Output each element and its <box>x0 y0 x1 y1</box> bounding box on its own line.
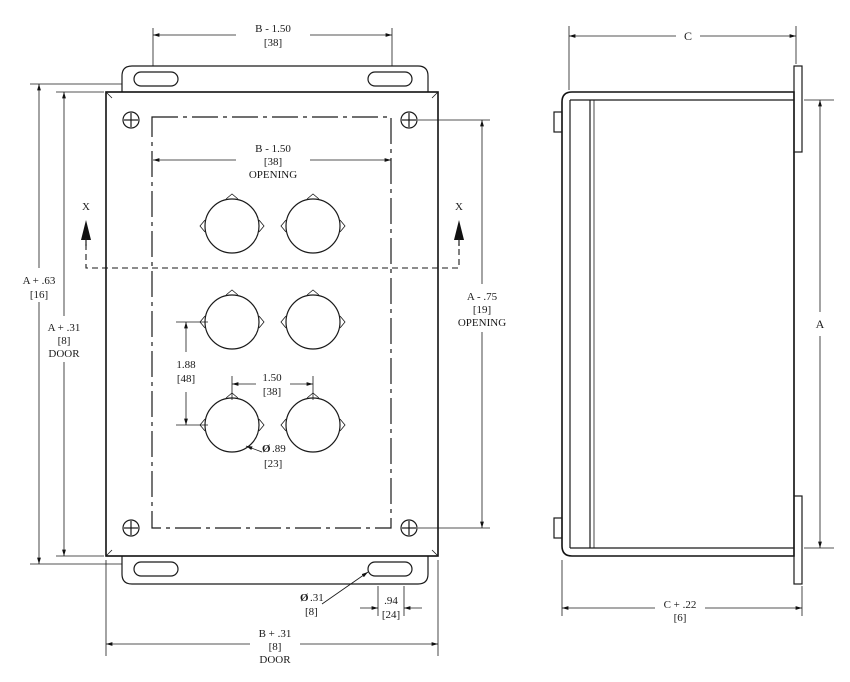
dim-opening-width-note: OPENING <box>249 169 297 181</box>
dim-height-value: A <box>816 317 825 331</box>
pushbutton-hole-6 <box>285 397 341 453</box>
dim-top-width-value: B - 1.50 <box>255 23 291 35</box>
dim-overall-depth-value: C + .22 <box>664 599 697 611</box>
dim-height: A <box>804 99 834 549</box>
dim-hole-vertical-spacing: 1.88 [48] <box>176 321 208 426</box>
section-arrow-left <box>81 220 91 240</box>
dim-opening-width: B - 1.50 [38] OPENING <box>153 143 391 181</box>
mounting-slot-bottom-left <box>133 561 179 577</box>
dim-top-width: B - 1.50 [38] <box>152 23 393 66</box>
screw-icon <box>400 111 418 129</box>
diameter-symbol: Ø <box>300 592 309 604</box>
dim-opening-height: A - .75 [19] OPENING <box>418 119 506 529</box>
dim-hole-diameter-metric: [23] <box>264 458 282 470</box>
pushbutton-hole-3 <box>204 294 260 350</box>
dim-overall-height-metric: [16] <box>30 289 48 301</box>
mounting-flange-top <box>121 65 429 92</box>
pushbutton-hole-2 <box>285 198 341 254</box>
dim-depth: C <box>568 26 797 90</box>
screw-icon <box>122 519 140 537</box>
dim-overall-height-value: A + .63 <box>23 275 56 287</box>
pushbutton-hole-5 <box>204 397 260 453</box>
dim-opening-height-note: OPENING <box>458 317 506 329</box>
dim-door-height-metric: [8] <box>58 335 71 347</box>
dim-door-height-value: A + .31 <box>48 322 81 334</box>
dim-hole-diameter-value: .89 <box>272 443 286 455</box>
dim-opening-height-metric: [19] <box>473 304 491 316</box>
dim-depth-value: C <box>684 29 692 43</box>
hinge-bottom <box>553 517 563 539</box>
dim-top-width-metric: [38] <box>264 37 282 49</box>
dim-hole-vertical-spacing-metric: [48] <box>177 373 195 385</box>
dim-slot-diameter-metric: [8] <box>305 606 318 618</box>
dim-hole-horizontal-spacing-value: 1.50 <box>262 372 282 384</box>
section-marker-left: X <box>82 201 90 213</box>
side-view: C A C + .22 [6] <box>553 26 834 624</box>
door-outline <box>105 91 439 557</box>
dim-door-height: A + .31 [8] DOOR <box>48 91 104 557</box>
screw-icon <box>122 111 140 129</box>
dim-slot-offset: .94 [24] <box>360 586 422 621</box>
dim-door-width-note: DOOR <box>259 654 291 666</box>
dim-slot-offset-metric: [24] <box>382 609 400 621</box>
dim-slot-diameter: Ø .31 [8] <box>300 571 369 618</box>
dim-door-width-metric: [8] <box>269 641 282 653</box>
diameter-symbol: Ø <box>262 443 271 455</box>
mounting-slot-bottom-right <box>367 561 413 577</box>
dim-overall-depth: C + .22 [6] <box>561 560 803 624</box>
dim-overall-height: A + .63 [16] <box>23 83 122 565</box>
dim-opening-width-value: B - 1.50 <box>255 143 291 155</box>
dim-hole-diameter: Ø .89 [23] <box>245 443 286 470</box>
dim-slot-offset-value: .94 <box>384 595 398 607</box>
mounting-slot-top-right <box>367 71 413 87</box>
hinge-top <box>553 111 563 133</box>
pushbutton-hole-4 <box>285 294 341 350</box>
enclosure-body <box>561 91 795 557</box>
screw-icon <box>400 519 418 537</box>
section-line-x <box>85 244 460 269</box>
mounting-flange <box>793 495 803 585</box>
section-marker-right: X <box>455 201 463 213</box>
dim-door-height-note: DOOR <box>48 348 80 360</box>
dim-hole-horizontal-spacing-metric: [38] <box>263 386 281 398</box>
pushbutton-hole-1 <box>204 198 260 254</box>
dim-hole-horizontal-spacing: 1.50 [38] <box>231 372 314 400</box>
dim-hole-vertical-spacing-value: 1.88 <box>176 359 196 371</box>
dim-door-width: B + .31 [8] DOOR <box>105 560 439 666</box>
mounting-slot-top-left <box>133 71 179 87</box>
dim-overall-depth-metric: [6] <box>674 612 687 624</box>
dim-door-width-value: B + .31 <box>259 628 292 640</box>
mounting-flange <box>793 65 803 153</box>
door-opening <box>151 116 392 529</box>
mounting-flange-bottom <box>121 556 429 585</box>
dim-opening-width-metric: [38] <box>264 156 282 168</box>
dim-slot-diameter-value: .31 <box>310 592 324 604</box>
front-view: X X B - 1.50 [38] B - 1.50 [38] OPENING … <box>23 23 507 666</box>
dim-opening-height-value: A - .75 <box>467 291 498 303</box>
section-arrow-right <box>454 220 464 240</box>
